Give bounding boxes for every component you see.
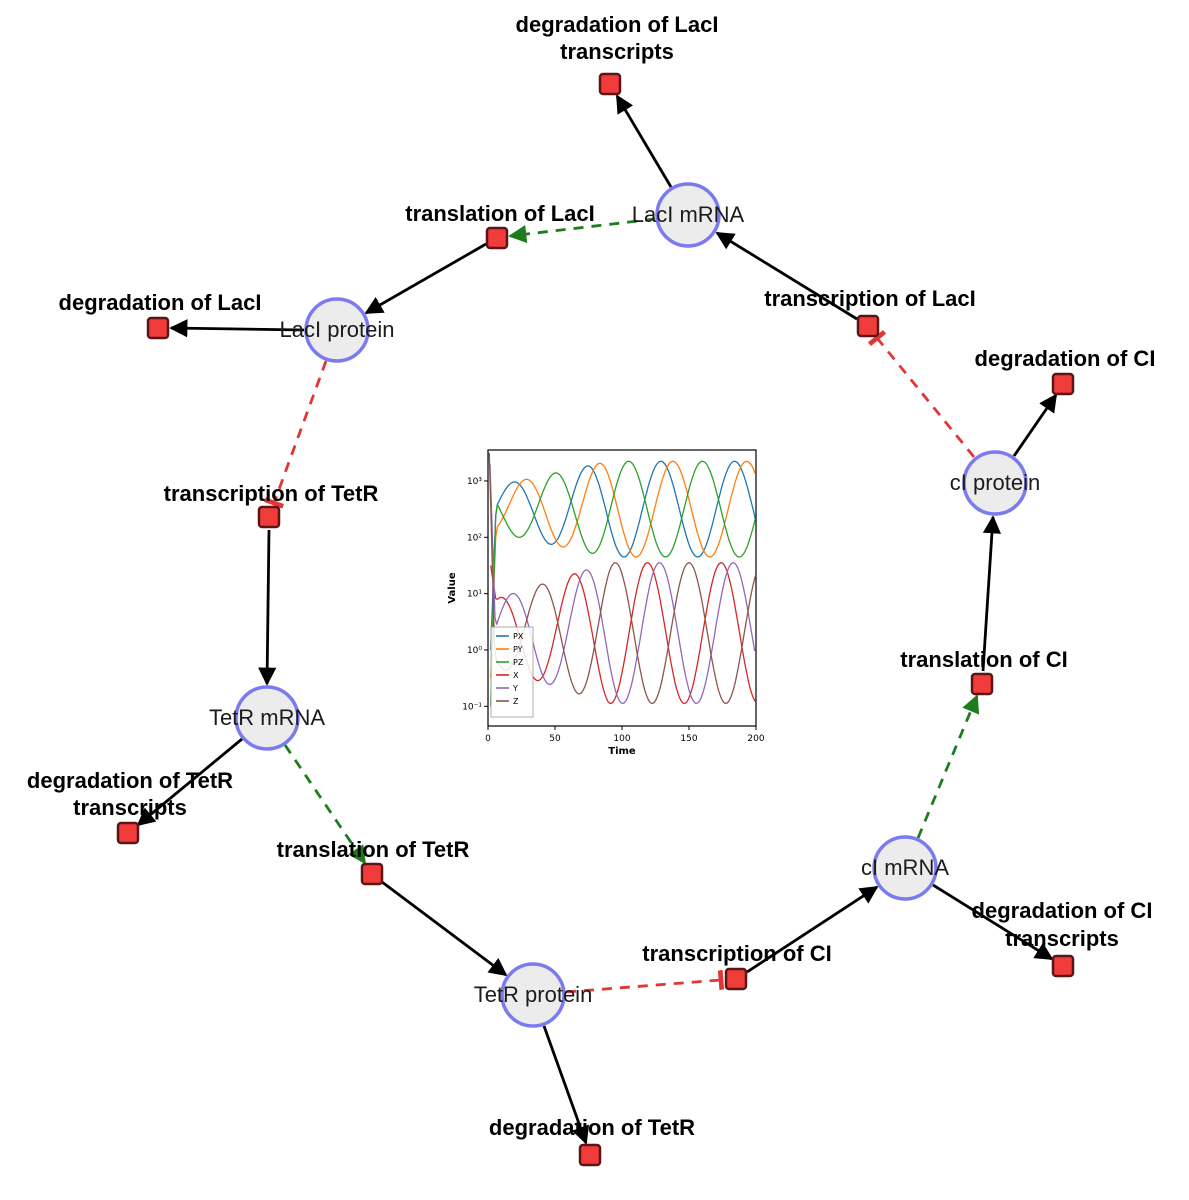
edge-transcription-ci-to-ci-mrna: [746, 885, 879, 974]
edge-laci-protein-inhibits-transcription-tetr: [263, 360, 328, 509]
reaction-label-degradation-tetr: degradation of TetR: [489, 1115, 695, 1140]
legend-label-PY: PY: [513, 645, 523, 654]
reaction-label-degradation-laci-transcripts-line1: degradation of LacI: [516, 12, 719, 37]
reaction-node-translation-laci[interactable]: [485, 226, 509, 250]
edge-laci-mrna-to-degradation-transcripts: [615, 94, 673, 188]
legend-label-PX: PX: [513, 632, 524, 641]
edge-laci-protein-to-degradation-laci: [169, 319, 305, 338]
reaction-label-translation-tetr: translation of TetR: [277, 837, 470, 862]
reaction-label-degradation-ci: degradation of CI: [975, 346, 1156, 371]
species-label-tetr-protein: TetR protein: [474, 982, 593, 1007]
reaction-label-degradation-laci: degradation of LacI: [59, 290, 262, 315]
reaction-label-degradation-ci-transcripts-line1: degradation of CI: [972, 898, 1153, 923]
x-tick-label: 0: [485, 734, 491, 744]
species-label-ci-mrna: cI mRNA: [861, 855, 949, 880]
species-node-tetr-protein[interactable]: [500, 962, 566, 1028]
reaction-label-transcription-ci: transcription of CI: [642, 941, 831, 966]
reaction-label-translation-ci: translation of CI: [900, 647, 1067, 672]
reaction-label-degradation-tetr-transcripts-line1: degradation of TetR: [27, 768, 233, 793]
y-axis-title: Value: [447, 572, 458, 603]
reactions-layer: [116, 72, 1075, 1167]
legend-box: [490, 626, 534, 718]
edge-tetr-protein-inhibits-transcription-ci: [565, 970, 725, 994]
x-tick-label: 50: [549, 734, 561, 744]
x-tick-label: 200: [747, 734, 764, 744]
reaction-node-degradation-ci-transcripts[interactable]: [1051, 954, 1075, 978]
edge-tetr-protein-to-degradation-tetr: [542, 1025, 590, 1145]
edge-tetr-mrna-modifies-translation-tetr: [283, 744, 367, 865]
edge-ci-protein-inhibits-transcription-laci: [867, 329, 976, 458]
x-axis-title: Time: [608, 746, 636, 757]
species-label-laci-protein: LacI protein: [280, 317, 395, 342]
edge-ci-mrna-modifies-translation-ci: [916, 694, 980, 839]
legend-label-Z: Z: [513, 697, 519, 706]
species-label-laci-mrna: LacI mRNA: [632, 202, 745, 227]
series-line-PY: [490, 460, 756, 679]
reaction-node-translation-ci[interactable]: [970, 672, 994, 696]
reaction-node-degradation-tetr-transcripts[interactable]: [116, 821, 140, 845]
simulation-chart: Value Time 10⁻¹ 10⁰ 10¹ 10² 10³ 0 50 100 150 200 P…: [447, 449, 765, 757]
series-line-PX: [490, 460, 756, 651]
reaction-label-transcription-laci: transcription of LacI: [764, 286, 975, 311]
edge-tetr-mrna-to-degradation-transcripts: [136, 737, 243, 827]
species-label-tetr-mrna: TetR mRNA: [209, 705, 325, 730]
labels-layer: LacI mRNA LacI protein cI protein TetR m…: [27, 12, 1156, 1140]
edge-laci-mrna-modifies-translation-laci: [508, 217, 656, 244]
reaction-node-transcription-laci[interactable]: [856, 314, 880, 338]
reaction-node-degradation-ci[interactable]: [1051, 372, 1075, 396]
species-node-tetr-mrna[interactable]: [234, 685, 300, 751]
y-tick-label: 10³: [467, 477, 482, 487]
reaction-label-degradation-ci-transcripts-line2: transcripts: [1005, 926, 1119, 951]
series-line-X: [490, 562, 756, 705]
series-line-Y: [489, 464, 756, 705]
species-node-laci-mrna[interactable]: [655, 182, 721, 248]
edge-transcription-tetr-to-tetr-mrna: [258, 529, 277, 686]
edges-layer: [136, 94, 1058, 1145]
x-tick-label: 100: [613, 734, 630, 744]
y-tick-label: 10⁻¹: [462, 702, 482, 712]
legend-label-Y: Y: [512, 684, 518, 693]
reaction-node-degradation-laci-transcripts[interactable]: [598, 72, 622, 96]
y-tick-label: 10¹: [467, 590, 482, 600]
edge-translation-laci-to-laci-protein: [364, 242, 487, 315]
edge-transcription-laci-to-laci-mrna: [715, 231, 858, 321]
y-tick-label: 10⁰: [467, 646, 482, 656]
reaction-label-degradation-tetr-transcripts-line2: transcripts: [73, 795, 187, 820]
species-node-laci-protein[interactable]: [304, 297, 370, 363]
series-line-PZ: [490, 460, 756, 707]
species-node-ci-mrna[interactable]: [872, 835, 938, 901]
chart-content: 10⁻¹ 10⁰ 10¹ 10² 10³ 0 50 100 150 200 PX PY PZ XYZ: [462, 452, 765, 744]
reaction-label-degradation-laci-transcripts-line2: transcripts: [560, 39, 674, 64]
edge-translation-tetr-to-tetr-protein: [381, 880, 508, 977]
species-node-ci-protein[interactable]: [962, 450, 1028, 516]
simulation-chart-panel: Value Time 10⁻¹ 10⁰ 10¹ 10² 10³ 0 50 100 150 200 P…: [444, 444, 765, 760]
species-layer: [234, 182, 1028, 1028]
legend-label-PZ: PZ: [513, 658, 524, 667]
edge-translation-ci-to-ci-protein: [981, 515, 1002, 672]
edge-ci-protein-to-degradation-ci: [1012, 393, 1058, 457]
legend-label-X: X: [513, 671, 519, 680]
reaction-node-degradation-tetr[interactable]: [578, 1143, 602, 1167]
edge-ci-mrna-to-degradation-transcripts: [932, 883, 1054, 961]
y-tick-label: 10²: [467, 533, 482, 543]
reaction-label-translation-laci: translation of LacI: [405, 201, 594, 226]
reaction-node-translation-tetr[interactable]: [360, 862, 384, 886]
reaction-node-degradation-laci[interactable]: [146, 316, 170, 340]
species-label-ci-protein: cI protein: [950, 470, 1041, 495]
reaction-node-transcription-tetr[interactable]: [257, 505, 281, 529]
series-line-Z: [488, 452, 757, 705]
x-tick-label: 150: [680, 734, 697, 744]
reaction-label-transcription-tetr: transcription of TetR: [164, 481, 379, 506]
reaction-node-transcription-ci[interactable]: [724, 967, 748, 991]
